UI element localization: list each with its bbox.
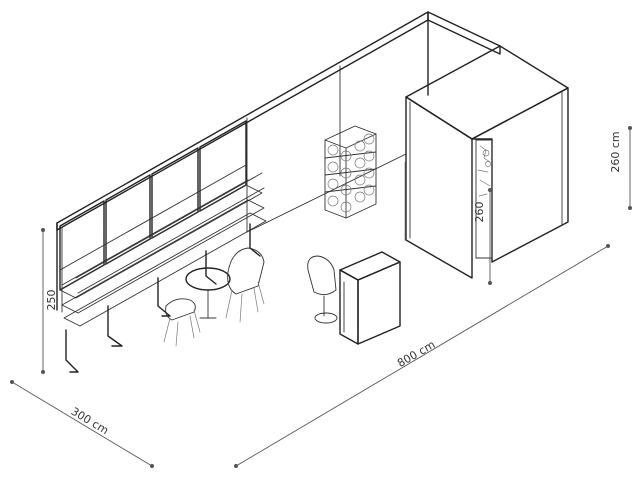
cabin-height-dimension-end-b — [488, 281, 492, 285]
swivel-chair — [307, 255, 338, 324]
dimension-lines — [10, 126, 632, 468]
cabin-height-dimension-end-a — [488, 188, 492, 192]
cabin-full-height-dimension-end-b — [628, 206, 632, 210]
shelving-unit — [59, 164, 267, 373]
round-table — [185, 267, 231, 319]
counter-desk — [339, 251, 401, 345]
wall-height-dimension-end-a — [41, 228, 45, 232]
back-wall — [56, 11, 429, 313]
width-dimension-end-b — [150, 464, 154, 468]
hex-display-rack — [324, 125, 377, 219]
length-dimension-end-b — [606, 244, 610, 248]
cabin-height-label: 260 — [473, 202, 486, 223]
side-wall — [427, 11, 501, 96]
chair-back-right — [225, 247, 265, 323]
cabin-full-height-dimension-end-a — [628, 126, 632, 130]
length-dimension-end-a — [234, 464, 238, 468]
chair-front-left — [163, 298, 201, 347]
length-dimension-line — [235, 245, 609, 467]
wall-height-dimension-end-b — [41, 370, 45, 374]
width-dimension-end-a — [10, 380, 14, 384]
length-label: 800 cm — [395, 338, 437, 370]
wall-height-label: 250 — [45, 290, 58, 311]
width-dimension-line — [11, 381, 153, 467]
storage-cabin — [405, 45, 569, 279]
cabin-full-height-label: 260 cm — [609, 131, 622, 172]
width-label: 300 cm — [69, 405, 111, 437]
